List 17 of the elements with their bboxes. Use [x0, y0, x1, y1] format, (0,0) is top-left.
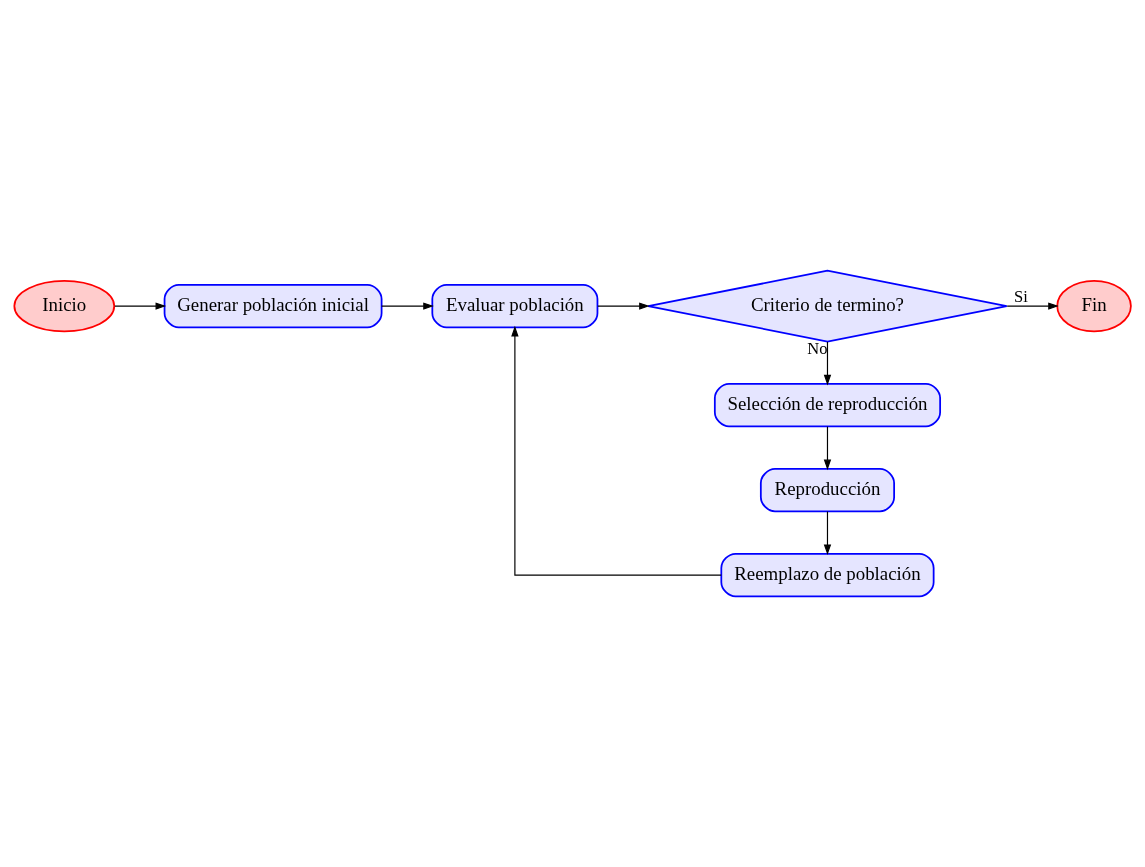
- node-box: Selección de reproducción: [713, 383, 941, 428]
- node-diamond: Criterio de termino?: [647, 269, 1008, 343]
- edge-label: Si: [1014, 286, 1028, 306]
- arrow: [381, 302, 434, 310]
- node-box: Reemplazo de población: [720, 552, 935, 598]
- node-box: Generar población inicial: [163, 284, 383, 329]
- arrow: [1006, 302, 1059, 310]
- node-box: Evaluar población: [431, 284, 599, 329]
- arrow: [114, 302, 167, 310]
- node-box: Reproducción: [759, 468, 895, 513]
- arrow: [511, 325, 722, 576]
- arrow: [823, 510, 832, 556]
- arrow: [597, 302, 650, 310]
- node-ellipse: Inicio: [13, 279, 116, 333]
- arrow: [823, 341, 832, 386]
- node-ellipse: Fin: [1056, 279, 1132, 333]
- arrow: [823, 426, 832, 471]
